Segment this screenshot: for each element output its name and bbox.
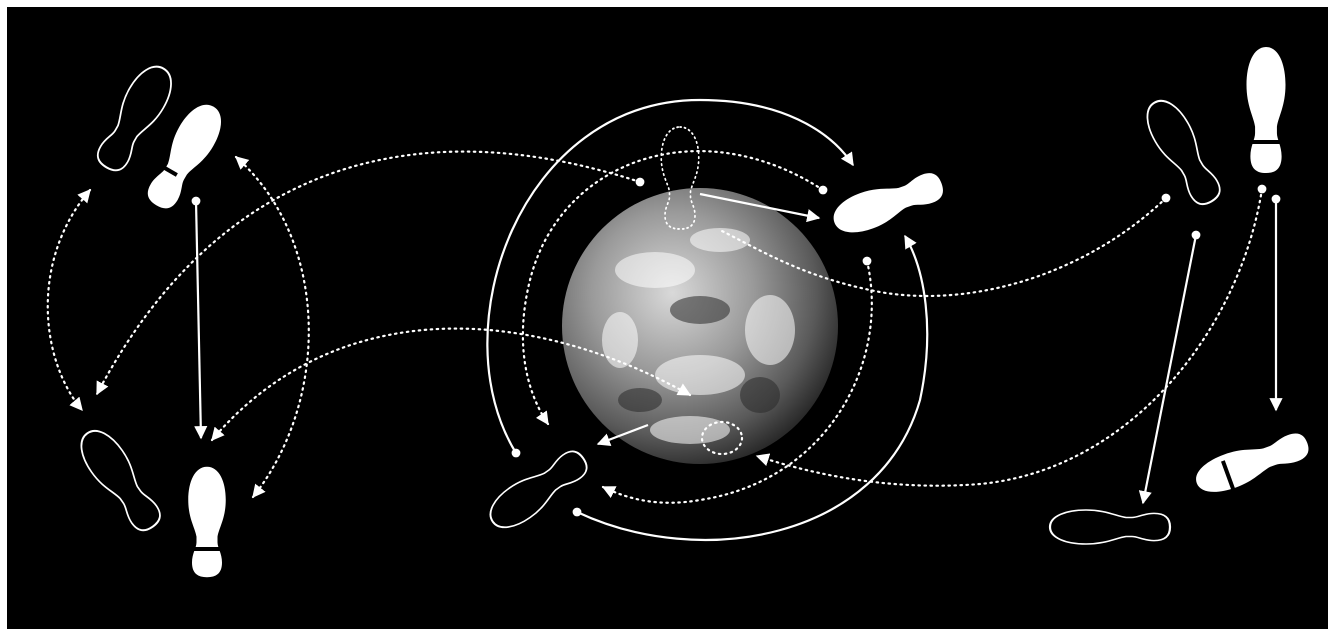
dance-step-diagram [7, 7, 1328, 629]
shoe-print-filled-icon [1246, 47, 1286, 174]
right-heel-bands [1220, 140, 1282, 490]
dance-diagram-canvas [46, 47, 1314, 578]
shoe-print-filled-icon [828, 165, 948, 241]
left-heel-bands [148, 157, 220, 551]
step-path-dotted [521, 150, 828, 426]
earth-globe-icon [562, 188, 838, 464]
step-path-solid [1138, 230, 1201, 505]
shoe-print-filled-icon [1190, 426, 1314, 500]
step-path-solid [191, 196, 208, 440]
shoe-print-outline-icon [1137, 92, 1229, 212]
left-step-group [70, 57, 231, 578]
shoe-print-outline-icon [481, 442, 595, 538]
right-step-paths [718, 184, 1283, 505]
shoe-print-filled-icon [188, 466, 226, 578]
right-step-group [1048, 47, 1314, 546]
shoe-print-outline-icon [1048, 508, 1172, 546]
step-path-solid [486, 98, 854, 458]
step-path-dotted [234, 155, 310, 499]
shoe-print-outline-icon [70, 421, 170, 539]
step-path-dotted [755, 184, 1267, 487]
shoe-print-outline-icon [88, 57, 182, 179]
step-path-dotted [46, 188, 92, 412]
